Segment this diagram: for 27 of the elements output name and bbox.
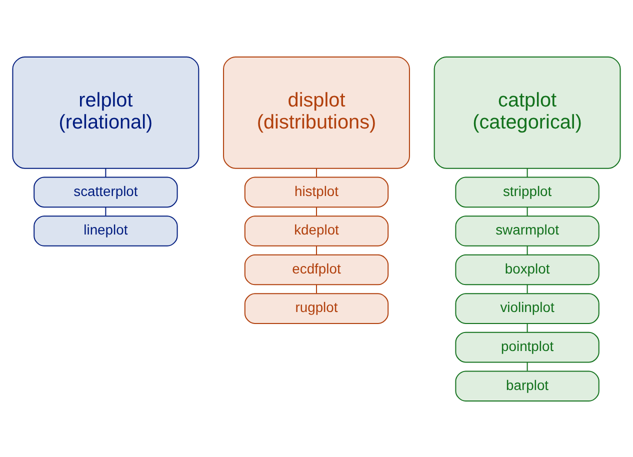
node-box: catplot (categorical) [434,56,621,168]
node-box: boxplot [455,254,600,285]
node-box: barplot [455,370,600,402]
node-box: pointplot [455,331,600,362]
connector [526,284,528,294]
connector [316,206,317,216]
connector [526,245,528,255]
connector [316,245,317,255]
connector [105,167,106,178]
node-box: violinplot [455,292,600,324]
connector [316,167,317,178]
node-box: kdeplot [244,215,389,246]
node-box: rugplot [244,292,389,324]
connector [105,206,106,216]
connector [526,167,528,178]
connector [526,361,528,371]
node-box: stripplot [455,176,600,208]
connector [526,206,528,216]
node-box: ecdfplot [244,254,389,285]
node-box: histplot [244,176,389,208]
node-box: lineplot [34,215,178,246]
node-box: displot (distributions) [223,56,410,168]
connector [316,284,317,294]
node-box: scatterplot [34,176,178,208]
connector [526,322,528,332]
node-box: relplot (relational) [12,56,200,168]
node-box: swarmplot [455,215,600,246]
